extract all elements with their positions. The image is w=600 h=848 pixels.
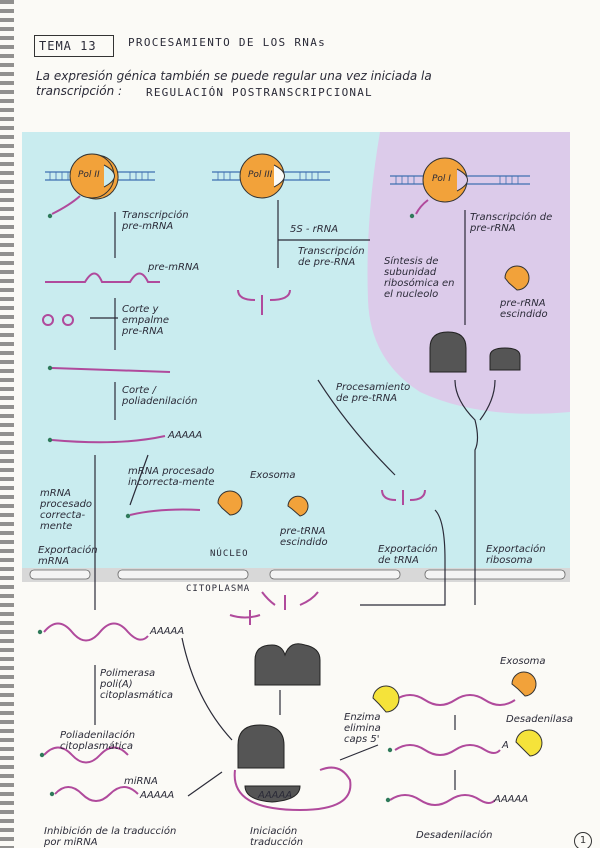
label-procesamiento-pre-trna: Procesamiento de pre-tRNA xyxy=(336,382,411,404)
label-citoplasma: CITOPLASMA xyxy=(186,584,251,594)
label-a-tail: A xyxy=(502,740,509,751)
label-exportacion-mrna: Exportación mRNA xyxy=(38,545,98,567)
label-desadenilasa: Desadenilasa xyxy=(506,714,574,725)
pol1-label: Pol I xyxy=(432,174,451,184)
label-polimerasa-poli-a: Polimerasa poli(A) citoplasmática xyxy=(100,668,173,701)
pol3-label: Pol III xyxy=(248,170,273,180)
label-exosoma-cyto: Exosoma xyxy=(500,656,546,667)
label-transcripcion-pre-rrna: Transcripción de pre-rRNA xyxy=(470,212,553,234)
label-poliadenilacion-citoplasmatica: Poliadenilación citoplasmática xyxy=(60,730,136,752)
label-aaaaa-top: AAAAA xyxy=(150,626,185,637)
label-mrna-incorrecto: mRNA procesado incorrecta-mente xyxy=(128,466,215,488)
ribosome-subunits xyxy=(237,331,521,803)
pol2-label: Pol II xyxy=(78,170,100,180)
label-exosoma: Exosoma xyxy=(250,470,296,481)
label-transcripcion-pre-rna: Transcripción de pre-RNA xyxy=(298,246,365,268)
label-pre-trna-escindido: pre-tRNA escindido xyxy=(280,526,328,548)
topic-number-box: TEMA 13 xyxy=(34,35,114,57)
rna-strands xyxy=(43,195,516,812)
label-corte-empalme: Corte y empalme pre-RNA xyxy=(122,304,170,337)
label-pre-rrna-escindido: pre-rRNA escindido xyxy=(500,298,548,320)
label-iniciacion-traduccion: Iniciación traducción xyxy=(250,826,304,848)
label-aaaaa-mirna: AAAAA xyxy=(140,790,175,801)
label-5s-rrna: 5S - rRNA xyxy=(290,224,339,235)
label-aaaaa-deadenyl: AAAAA xyxy=(494,794,529,805)
label-desadenilacion: Desadenilación xyxy=(416,830,493,841)
intro-highlight: REGULACIÓN POSTRANSCRIPCIONAL xyxy=(146,86,373,99)
label-corte-poliadenilacion: Corte / poliadenilación xyxy=(122,385,198,407)
intro-line-2: transcripción : xyxy=(36,84,123,98)
spiral-binding xyxy=(0,0,14,848)
label-aaaaa: AAAAA xyxy=(168,430,203,441)
label-transcripcion-pre-mrna: Transcripción pre-mRNA xyxy=(122,210,189,232)
intro-line-1: La expresión génica también se puede reg… xyxy=(36,69,432,83)
label-pre-mrna: pre-mRNA xyxy=(148,262,200,273)
label-nucleo: NÚCLEO xyxy=(210,549,249,559)
label-sintesis-subunidad: Síntesis de subunidad ribosómica en el n… xyxy=(384,256,455,300)
label-inhibicion-traduccion: Inhibición de la traducción por miRNA xyxy=(44,826,177,848)
label-mrna-correcto: mRNA procesado correcta-mente xyxy=(40,488,93,532)
label-enzima-elimina-caps: Enzima elimina caps 5' xyxy=(344,712,381,745)
label-exportacion-trna: Exportación de tRNA xyxy=(378,544,438,566)
label-mirna: miRNA xyxy=(124,776,158,787)
page-number: 1 xyxy=(574,832,592,848)
nucleolus-region xyxy=(367,132,570,414)
page-title: PROCESAMIENTO DE LOS RNAs xyxy=(128,36,327,49)
process-arrows xyxy=(90,200,496,797)
label-exportacion-ribosoma: Exportación ribosoma xyxy=(486,544,546,566)
label-aaaaa-initiation: AAAAA xyxy=(258,790,293,801)
